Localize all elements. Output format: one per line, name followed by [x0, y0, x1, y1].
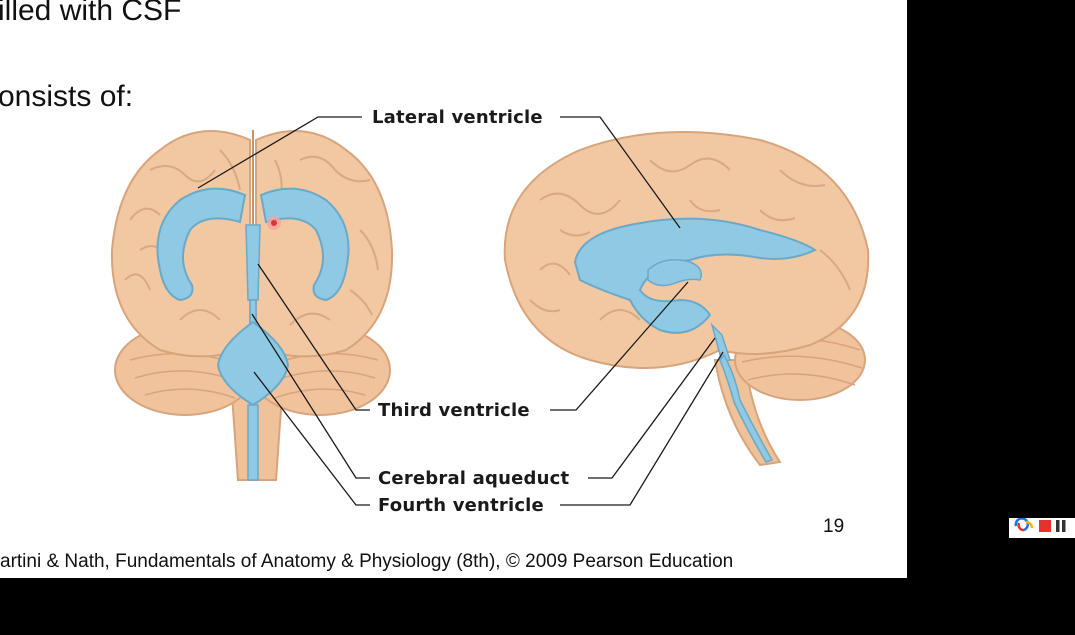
label-cerebral-aqueduct: Cerebral aqueduct [378, 468, 570, 489]
app-logo-icon[interactable] [1013, 516, 1035, 539]
slide: illed with CSF onsists of: [0, 0, 907, 578]
bullet-text-1: illed with CSF [0, 0, 182, 27]
brain-front-view [110, 130, 394, 481]
label-lateral-ventricle: Lateral ventricle [372, 107, 543, 128]
recording-controls [1009, 516, 1075, 539]
page-number: 19 [823, 516, 845, 537]
stop-icon[interactable] [1039, 519, 1051, 537]
label-fourth-ventricle: Fourth ventricle [378, 495, 544, 516]
ventricles-illustration [110, 116, 870, 506]
pause-icon[interactable] [1055, 519, 1067, 537]
image-credit: artini & Nath, Fundamentals of Anatomy &… [0, 551, 734, 572]
leader-lines [197, 116, 724, 506]
bullet-text-2: onsists of: [0, 80, 134, 113]
brain-side-view [503, 131, 870, 467]
label-third-ventricle: Third ventricle [378, 400, 530, 421]
